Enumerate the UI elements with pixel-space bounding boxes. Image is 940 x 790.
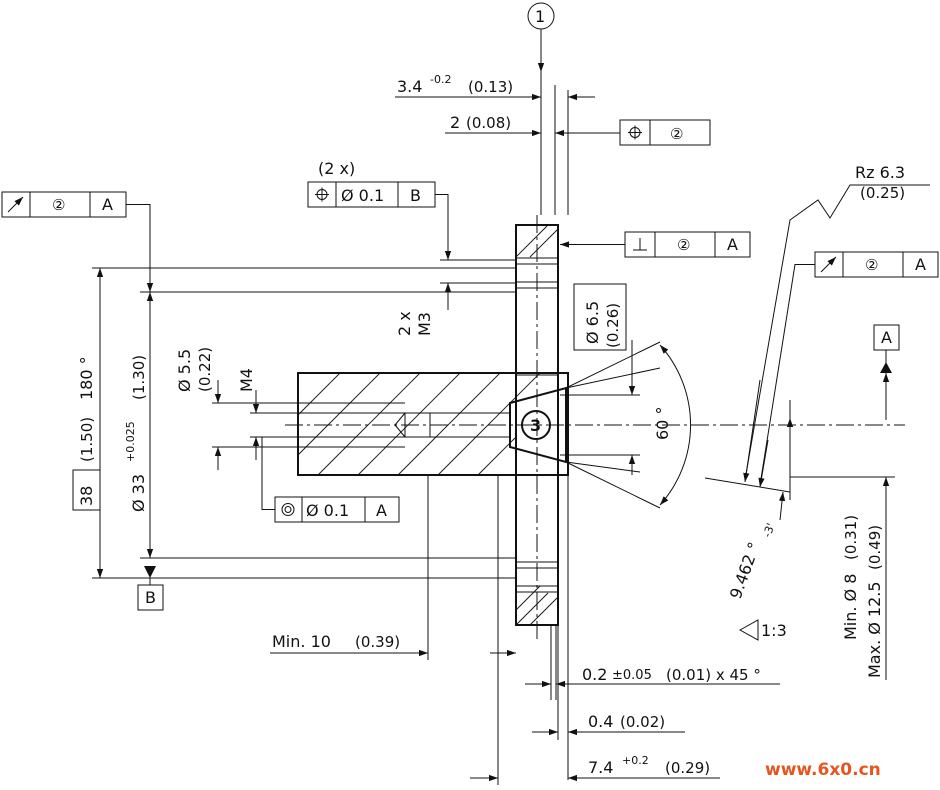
svg-text:A: A bbox=[727, 235, 738, 254]
runout-frame-left: ② A bbox=[1, 191, 127, 218]
item-bubble-3-label: 3 bbox=[530, 416, 541, 435]
concentricity-frame: Ø 0.1 A bbox=[274, 496, 400, 523]
watermark: www.6x0.cn bbox=[765, 760, 881, 780]
hub-body bbox=[297, 372, 569, 476]
dim-chamfer-in: (0.01) x 45 ° bbox=[666, 666, 761, 684]
dim-max-d12-5-in: (0.49) bbox=[866, 525, 884, 570]
svg-text:Ø 0.1: Ø 0.1 bbox=[341, 186, 384, 205]
dim-2: 2 bbox=[450, 113, 460, 132]
runout-frame-right: ② A bbox=[814, 251, 939, 278]
roughness-rz-in: (0.25) bbox=[860, 184, 905, 202]
dim-angle-9-462: 9.462 ° bbox=[726, 540, 764, 602]
item-bubble-1-label: 1 bbox=[535, 7, 545, 26]
dim-d33-tol: +0.025 bbox=[124, 421, 137, 462]
datum-a-box bbox=[873, 324, 900, 351]
dim-min-d8: Min. Ø 8 bbox=[841, 574, 860, 640]
dim-chamfer-tol: ±0.05 bbox=[612, 668, 652, 683]
dim-min10: Min. 10 bbox=[272, 632, 331, 651]
dim-d6-5: Ø 6.5 bbox=[583, 301, 602, 344]
svg-text:B: B bbox=[410, 186, 421, 205]
svg-text:Ø 0.1: Ø 0.1 bbox=[306, 501, 349, 520]
taper-ratio: 1:3 bbox=[761, 621, 787, 640]
dim-38-in: (1.50) bbox=[78, 417, 96, 462]
pos-frame-ref: ② bbox=[670, 125, 683, 143]
dim-2-in: (0.08) bbox=[466, 114, 511, 132]
datum-a-label: A bbox=[881, 328, 892, 347]
dim-3-4-tol: -0.2 bbox=[430, 73, 451, 86]
dim-d33-in: (1.30) bbox=[130, 355, 148, 400]
thread-m4: M4 bbox=[237, 368, 256, 392]
datum-b-label: B bbox=[145, 588, 156, 607]
svg-text:②: ② bbox=[52, 196, 65, 214]
dim-min10-in: (0.39) bbox=[355, 633, 400, 651]
dim-3-4: 3.4 bbox=[397, 77, 422, 96]
thread-count: 2 x bbox=[395, 311, 414, 336]
dim-3-4-in: (0.13) bbox=[468, 78, 513, 96]
position-tolerance-frame-top: ② bbox=[568, 119, 711, 146]
svg-text:A: A bbox=[102, 195, 113, 214]
qty-2x: (2 x) bbox=[318, 159, 355, 178]
svg-text:A: A bbox=[915, 255, 926, 274]
flange bbox=[515, 224, 559, 626]
dim-chamfer: 0.2 bbox=[582, 665, 607, 684]
dim-min-d8-in: (0.31) bbox=[842, 515, 860, 560]
dim-angle-9-462-tol: -3' bbox=[761, 521, 778, 539]
dim-7-4-tol: +0.2 bbox=[622, 754, 649, 767]
dim-d5-5: Ø 5.5 bbox=[175, 349, 194, 392]
perpendicularity-frame: ② A bbox=[624, 231, 751, 258]
dim-angle-60: 60 ° bbox=[653, 407, 672, 440]
item-bubble-3 bbox=[521, 410, 551, 440]
position-tolerance-frame-m3: Ø 0.1 B bbox=[307, 181, 436, 208]
taper-symbol bbox=[738, 619, 759, 641]
thread-m3: M3 bbox=[415, 312, 434, 336]
svg-text:②: ② bbox=[865, 256, 878, 274]
roughness-rz: Rz 6.3 bbox=[855, 163, 905, 182]
dim-max-d12-5: Max. Ø 12.5 bbox=[865, 581, 884, 678]
dim-7-4: 7.4 bbox=[588, 758, 613, 777]
dim-0-4-in: (0.02) bbox=[620, 713, 665, 731]
dim-38: 38 bbox=[77, 486, 96, 506]
dim-d33: Ø 33 bbox=[129, 474, 148, 512]
dim-7-4-in: (0.29) bbox=[665, 759, 710, 777]
dim-0-4: 0.4 bbox=[588, 712, 613, 731]
dim-180: 180 ° bbox=[77, 356, 96, 400]
dim-d5-5-in: (0.22) bbox=[196, 347, 214, 392]
dim-d6-5-in: (0.26) bbox=[604, 303, 622, 348]
datum-b-box bbox=[137, 584, 164, 611]
svg-text:②: ② bbox=[677, 236, 690, 254]
svg-text:A: A bbox=[376, 501, 387, 520]
